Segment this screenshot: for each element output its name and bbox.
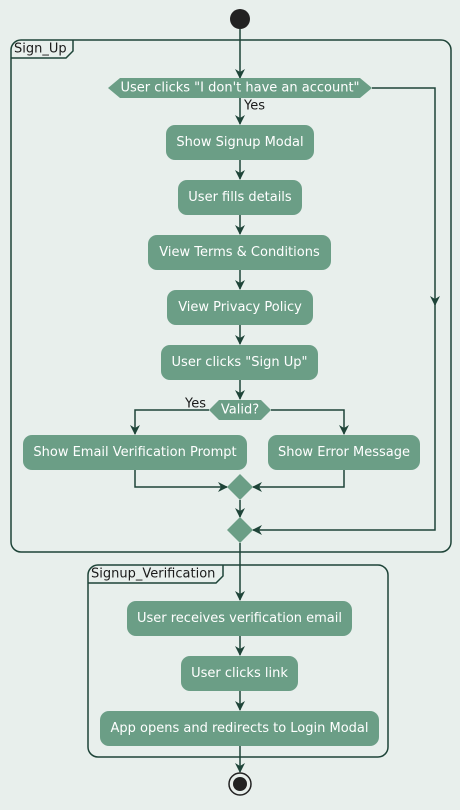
group-sign-up: Sign_Up (10, 39, 452, 553)
merge-valid (227, 474, 253, 500)
step-view-terms: View Terms & Conditions (148, 235, 331, 270)
step-receive-email: User receives verification email (127, 601, 352, 636)
group-label-signup-verification: Signup_Verification (91, 567, 215, 582)
decision-valid-label: Valid? (221, 403, 259, 418)
edge-decision-no-b (252, 303, 436, 535)
step-view-privacy: View Privacy Policy (167, 290, 313, 325)
decision-account-label: User clicks "I don't have an account" (120, 81, 359, 96)
step-show-signup-modal: Show Signup Modal (166, 125, 314, 160)
edge-label-account-yes: Yes (243, 99, 265, 114)
edge-error-to-merge (252, 470, 345, 492)
step-error-message: Show Error Message (268, 435, 420, 470)
step-redirect-login: App opens and redirects to Login Modal (100, 711, 379, 746)
start-node (230, 9, 250, 29)
edge-label-valid-yes: Yes (184, 397, 206, 412)
merge-account (227, 517, 253, 543)
step-email-prompt: Show Email Verification Prompt (23, 435, 247, 470)
step-label: User receives verification email (137, 611, 342, 626)
step-click-link: User clicks link (181, 656, 298, 691)
decision-account: User clicks "I don't have an account" (108, 78, 372, 98)
step-click-sign-up: User clicks "Sign Up" (161, 345, 318, 380)
connectors (130, 29, 440, 773)
step-label: App opens and redirects to Login Modal (111, 721, 369, 736)
step-label: User fills details (188, 190, 292, 205)
end-node (228, 772, 252, 796)
edge-valid-no (271, 409, 349, 435)
edge-prompt-to-merge (134, 470, 228, 492)
step-label: Show Error Message (278, 445, 410, 460)
step-label: Show Signup Modal (176, 135, 303, 150)
step-label: User clicks link (191, 666, 288, 681)
group-label-sign-up: Sign_Up (14, 42, 67, 57)
step-fill-details: User fills details (178, 180, 302, 215)
decision-valid: Valid? (209, 400, 271, 420)
edge-valid-yes (130, 409, 209, 435)
step-label: User clicks "Sign Up" (172, 355, 308, 370)
step-label: Show Email Verification Prompt (33, 445, 236, 460)
edge-decision-no-a (372, 87, 440, 306)
step-label: View Privacy Policy (178, 300, 302, 315)
step-label: View Terms & Conditions (159, 245, 320, 260)
group-signup-verification: Signup_Verification (87, 564, 389, 758)
